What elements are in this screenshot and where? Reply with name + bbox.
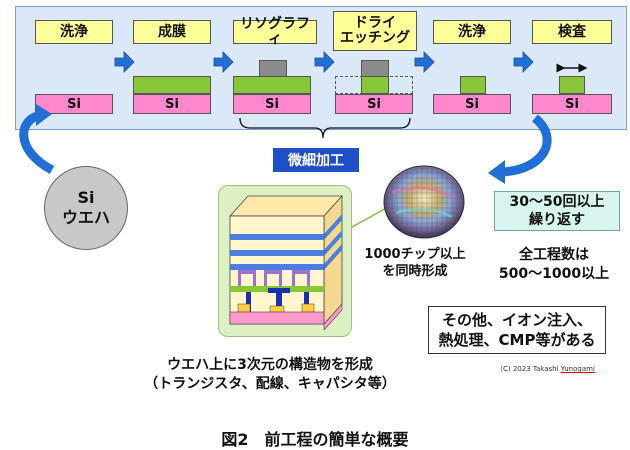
other-line2: 熱処理、CMP等がある <box>438 331 596 349</box>
total-steps-line1: 全工程数は <box>519 247 589 263</box>
step-label-deposition: 成膜 <box>133 20 211 44</box>
repeat-line1: 30～50回以上 <box>509 194 605 210</box>
patterned-film-5 <box>460 76 486 94</box>
step-label-dry-etching-line2: エッチング <box>340 30 410 46</box>
curved-arrow-repeat-head-icon <box>488 160 505 184</box>
wafer-line2: ウエハ <box>61 208 110 227</box>
micro-process-bracket <box>239 117 411 139</box>
repeat-line2: 繰り返す <box>529 212 585 228</box>
repeat-note-box: 30～50回以上 繰り返す <box>494 191 620 231</box>
flow-arrow-4-icon <box>414 51 435 73</box>
si-substrate-4: Si <box>335 94 413 114</box>
flow-arrow-5-icon <box>513 51 534 73</box>
structure-caption: ウエハ上に3次元の構造物を形成 （トランジスタ、配線、キャパシタ等） <box>120 356 420 394</box>
etched-film-4 <box>361 76 389 94</box>
patterned-film-6 <box>559 76 585 94</box>
structure-caption-line2: （トランジスタ、配線、キャパシタ等） <box>144 376 396 392</box>
other-line1: その他、イオン注入、 <box>441 311 592 329</box>
copyright-prefix: （C) 2023 Takashi <box>496 365 561 373</box>
flow-arrow-3-icon <box>314 51 335 73</box>
step-label-lithography: リソグラフィ <box>233 17 317 47</box>
si-substrate-1: Si <box>35 94 113 114</box>
structure-caption-line1: ウエハ上に3次元の構造物を形成 <box>167 357 373 373</box>
si-substrate-2: Si <box>133 94 211 114</box>
wafer-line1: Si <box>77 188 95 207</box>
chips-line1: 1000チップ以上 <box>364 247 466 262</box>
deposited-film-3 <box>233 76 311 94</box>
copyright-name: Yunogami <box>560 365 595 373</box>
flow-arrow-2-icon <box>213 51 234 73</box>
figure-caption: 図2 前工程の簡単な概要 <box>221 430 409 449</box>
chips-line2: を同時形成 <box>382 264 448 279</box>
micro-fabrication-label: 微細加工 <box>273 148 359 172</box>
chips-note: 1000チップ以上 を同時形成 <box>350 246 480 280</box>
step-label-inspection: 検査 <box>532 20 612 44</box>
total-steps-note: 全工程数は 500～1000以上 <box>484 246 624 284</box>
step-label-dry-etching-line1: ドライ <box>354 15 396 31</box>
si-substrate-5: Si <box>433 94 511 114</box>
curved-arrow-repeat <box>501 114 552 177</box>
curved-arrow-start <box>19 110 55 174</box>
flow-arrow-1-icon <box>114 51 135 73</box>
si-substrate-3: Si <box>233 94 311 114</box>
step-label-cleaning-1: 洗浄 <box>35 20 113 44</box>
deposited-film-2 <box>133 76 211 94</box>
si-wafer-circle: Si ウエハ <box>44 166 128 250</box>
copyright-note: （C) 2023 Takashi Yunogami <box>496 364 626 374</box>
total-steps-line2: 500～1000以上 <box>498 266 610 282</box>
curved-arrow-start-head-icon <box>36 104 52 126</box>
wafer-photo-image <box>383 165 465 239</box>
step-label-dry-etching: ドライ エッチング <box>333 11 417 51</box>
3d-structure-illustration <box>229 194 343 330</box>
si-substrate-6: Si <box>532 94 612 114</box>
other-processes-box: その他、イオン注入、 熱処理、CMP等がある <box>428 306 606 354</box>
step-label-cleaning-2: 洗浄 <box>433 20 511 44</box>
